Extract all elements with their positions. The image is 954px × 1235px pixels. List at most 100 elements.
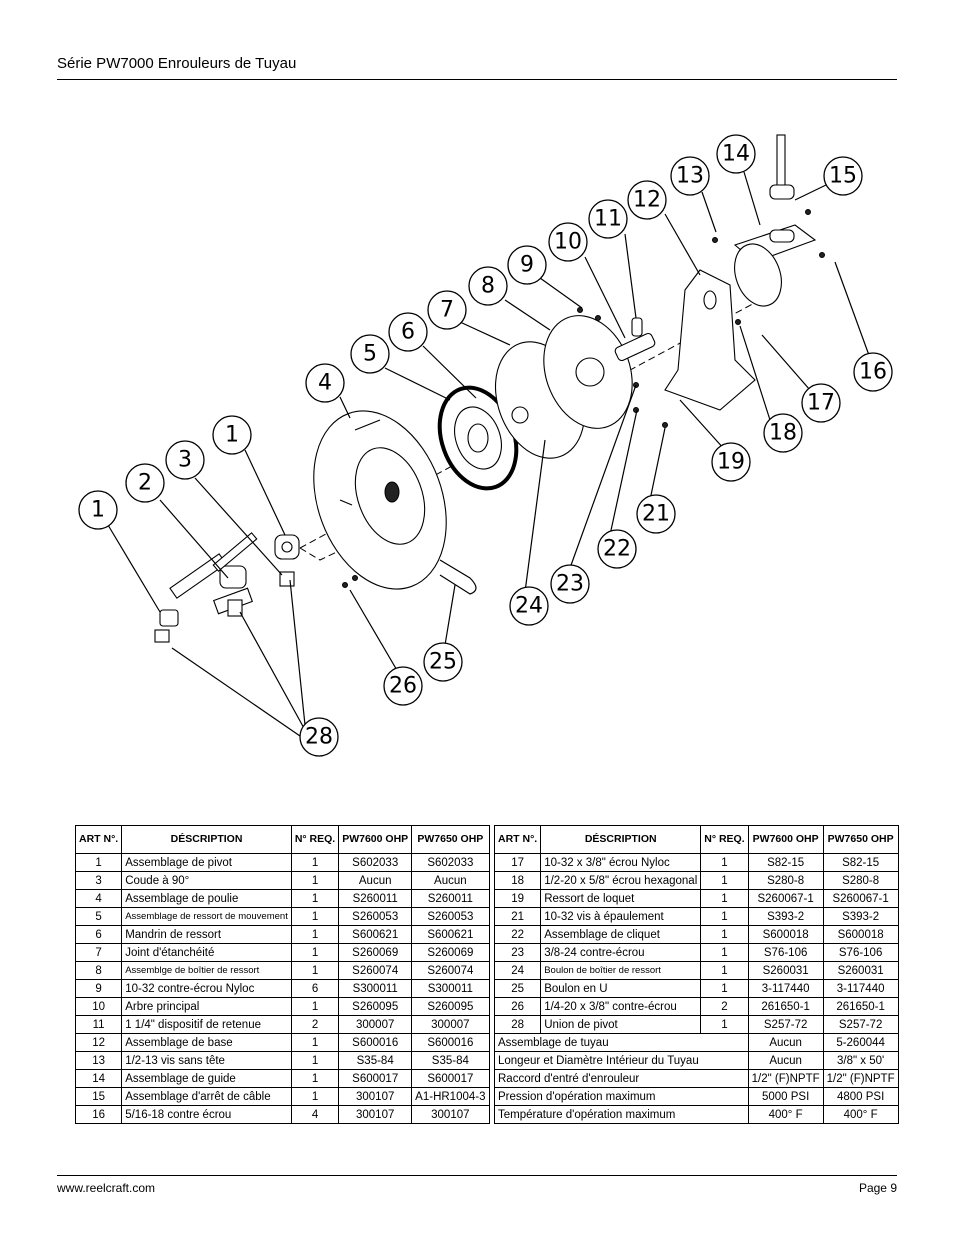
svg-text:14: 14	[722, 142, 750, 167]
col-description: DÉSCRIPTION	[121, 825, 292, 854]
callout-3: 3	[165, 440, 205, 480]
pw7600-part: S76-106	[747, 943, 824, 962]
description: Assemblage de guide	[121, 1069, 292, 1088]
svg-text:12: 12	[633, 188, 661, 213]
pw7600-part: S280-8	[747, 871, 824, 890]
callout-10: 10	[548, 222, 588, 262]
description: Arbre principal	[121, 997, 292, 1016]
quantity: 1	[700, 925, 749, 944]
description: Assemblage de pivot	[121, 853, 292, 872]
svg-text:17: 17	[807, 391, 835, 416]
callout-4: 4	[305, 363, 345, 403]
base-assembly-part	[664, 269, 756, 411]
art-number: 17	[493, 853, 542, 872]
art-number: 23	[493, 943, 542, 962]
page-header-title: Série PW7000 Enrouleurs de Tuyau	[57, 55, 297, 72]
callout-24: 24	[509, 586, 549, 626]
pw7600-spec: 5000 PSI	[747, 1087, 824, 1106]
callout-2: 2	[125, 463, 165, 503]
spec-label: Raccord d'entré d'enrouleur	[494, 1069, 749, 1088]
quantity: 2	[700, 997, 749, 1016]
art-number: 22	[493, 925, 542, 944]
spring-motor-part	[437, 385, 519, 491]
pw7600-part: S260067-1	[747, 889, 824, 908]
svg-text:22: 22	[603, 537, 631, 562]
svg-text:4: 4	[318, 371, 332, 396]
pw7600-spec: Aucun	[747, 1051, 824, 1070]
svg-text:9: 9	[520, 253, 534, 278]
quantity: 1	[290, 961, 340, 980]
description: Boulon en U	[540, 979, 702, 998]
pw7600-part: S393-2	[747, 907, 824, 926]
quantity: 2	[290, 1015, 340, 1034]
quantity: 1	[290, 1087, 340, 1106]
pw7600-part: S260011	[338, 889, 413, 908]
svg-text:5: 5	[363, 342, 377, 367]
art-number: 9	[74, 979, 123, 998]
quantity: 1	[290, 1051, 340, 1070]
callout-12: 12	[627, 180, 667, 220]
art-number: 18	[493, 871, 542, 890]
pw7600-part: 300107	[338, 1087, 413, 1106]
svg-text:16: 16	[859, 360, 887, 385]
callout-19: 19	[711, 442, 751, 482]
svg-text:28: 28	[305, 725, 333, 750]
svg-text:8: 8	[481, 274, 495, 299]
pw7650-part: S600018	[822, 925, 899, 944]
callout-6: 6	[388, 312, 428, 352]
svg-text:1: 1	[225, 423, 239, 448]
quantity: 1	[290, 889, 340, 908]
pw7650-part: 3-117440	[822, 979, 899, 998]
svg-text:13: 13	[676, 164, 704, 189]
callout-23: 23	[550, 564, 590, 604]
pw7600-spec: 1/2" (F)NPTF	[747, 1069, 824, 1088]
pulley-assembly-part	[313, 410, 447, 590]
quantity: 1	[700, 907, 749, 926]
quantity: 1	[290, 943, 340, 962]
col-pw7650: PW7650 OHP	[822, 825, 899, 854]
description: Ressort de loquet	[540, 889, 702, 908]
description: Assemblage de ressort de mouvement	[121, 907, 292, 926]
spring-housing-part	[494, 315, 633, 459]
pw7650-part: S260074	[411, 961, 490, 980]
svg-text:25: 25	[429, 650, 457, 675]
art-number: 1	[74, 853, 123, 872]
pw7650-spec: 400° F	[822, 1105, 899, 1124]
quantity: 1	[290, 907, 340, 926]
callout-1a: 1	[78, 490, 118, 530]
description: 10-32 vis à épaulement	[540, 907, 702, 926]
u-bolt-part	[439, 559, 477, 595]
col-art: ART N°.	[74, 825, 123, 854]
pw7650-part: S260011	[411, 889, 490, 908]
svg-text:3: 3	[178, 448, 192, 473]
pw7650-part: S35-84	[411, 1051, 490, 1070]
description: Mandrin de ressort	[121, 925, 292, 944]
pw7600-part: 300007	[338, 1015, 413, 1034]
svg-text:6: 6	[401, 320, 415, 345]
quantity: 1	[700, 889, 749, 908]
svg-text:24: 24	[515, 594, 543, 619]
description: Assemblage de poulie	[121, 889, 292, 908]
svg-text:10: 10	[554, 230, 582, 255]
header-rule	[57, 79, 897, 80]
quantity: 1	[700, 853, 749, 872]
art-number: 6	[74, 925, 123, 944]
svg-text:11: 11	[594, 207, 622, 232]
quantity: 1	[700, 1015, 749, 1034]
